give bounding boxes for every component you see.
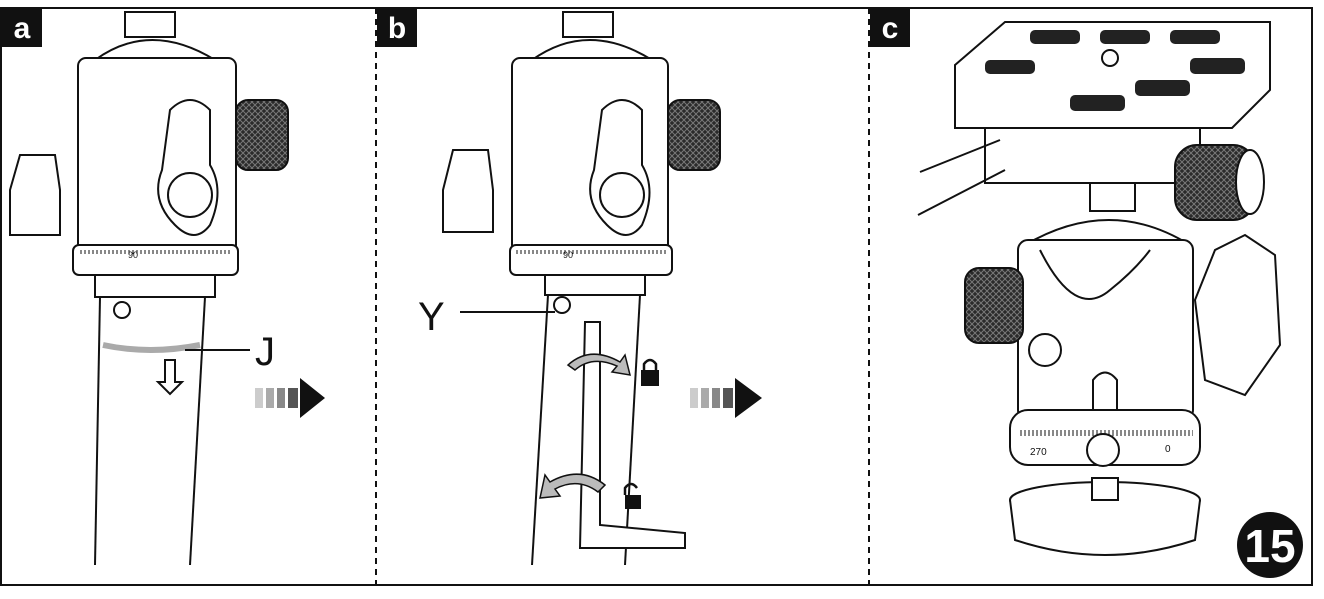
- knob-right: [235, 99, 289, 171]
- down-arrow: [155, 359, 185, 396]
- step-badge: [1237, 512, 1303, 578]
- panel-b-letter: b: [388, 12, 406, 45]
- pan-lock-screw: [1086, 433, 1120, 467]
- wing-lever: [1193, 233, 1282, 397]
- callout-y: Y: [418, 295, 445, 339]
- dial-mark-0: 0: [1165, 444, 1171, 455]
- ball-cap: [528, 39, 656, 61]
- column-right-edge: [189, 296, 206, 566]
- hex-key: [578, 321, 686, 549]
- knob-right: [667, 99, 721, 171]
- dial-ticks: [516, 246, 666, 254]
- ball-neck: [124, 11, 176, 38]
- set-screw-y: [553, 296, 571, 314]
- base-collar: [94, 274, 216, 298]
- panel-c-tag: [870, 9, 910, 47]
- panel-b-tag: [377, 9, 417, 47]
- lever-logo-disc: [599, 172, 645, 218]
- panel-a-tag: [2, 9, 42, 47]
- head-body: [511, 57, 669, 254]
- knob-left: [964, 267, 1024, 344]
- lock-icon: [641, 358, 659, 386]
- clamp-body: [984, 127, 1201, 184]
- ball-cap: [91, 39, 219, 61]
- base-collar: [544, 274, 646, 296]
- column-left-edge: [94, 296, 101, 566]
- rotate-arrow-lower: [539, 473, 607, 499]
- ball-neck: [1089, 182, 1136, 212]
- base-disc-side: [1009, 499, 1201, 556]
- next-step-arrow-a: [255, 378, 325, 418]
- clamp-plate-top: [954, 21, 1271, 129]
- pan-handle-bottom: [917, 169, 1006, 216]
- column-right-edge: [624, 294, 641, 566]
- plate-pads: [985, 30, 1245, 111]
- dial-ticks: [80, 246, 232, 254]
- dial-mark-90: 90: [563, 250, 573, 260]
- ball-neck: [562, 11, 614, 38]
- head-body: [77, 57, 237, 254]
- logo-badge: [1028, 333, 1062, 367]
- panel-c-letter: c: [882, 12, 899, 45]
- unlock-icon: [623, 482, 641, 509]
- head-notch: [1039, 249, 1151, 300]
- band-j: [102, 342, 201, 353]
- dial-mark-270: 270: [1030, 447, 1047, 458]
- column-left-edge: [531, 294, 549, 566]
- panel-b: b 90 Y: [377, 9, 762, 566]
- outer-frame: [0, 7, 1313, 586]
- dial-mark-90: 90: [128, 250, 138, 260]
- pan-handle-top: [919, 139, 1001, 173]
- panel-a-letter: a: [14, 12, 31, 45]
- clamp-left: [9, 154, 61, 236]
- set-screw: [113, 301, 131, 319]
- rotate-arrow-upper: [566, 353, 632, 376]
- callout-j: J: [255, 330, 275, 374]
- panel-a: a 90 J: [2, 9, 325, 566]
- lever-logo-disc: [167, 172, 213, 218]
- step-number: 15: [1244, 520, 1295, 572]
- clamp-left: [442, 149, 494, 233]
- next-step-arrow-b: [690, 378, 762, 418]
- clamp-knob-face: [1235, 149, 1265, 215]
- base-stud: [1091, 477, 1119, 501]
- panel-c: c: [870, 9, 1303, 578]
- plate-screw: [1101, 49, 1119, 67]
